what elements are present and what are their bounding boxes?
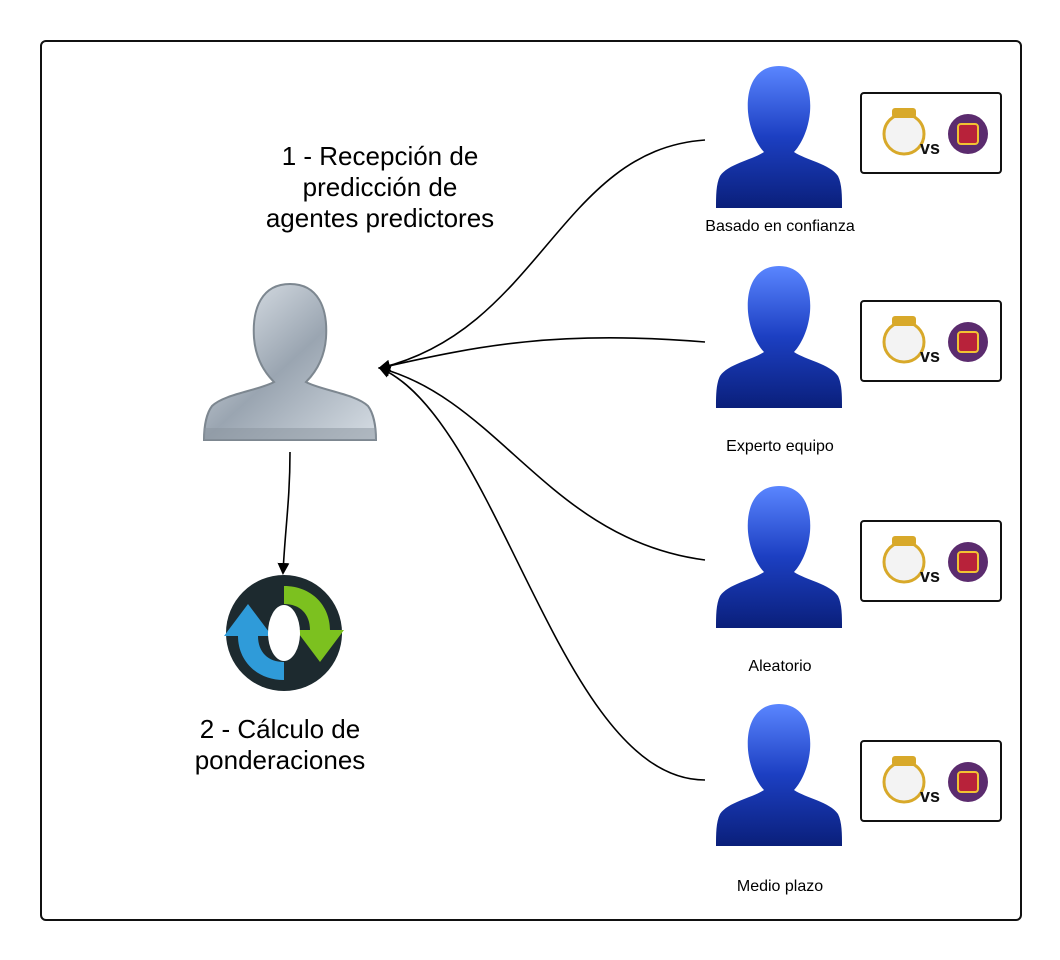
blue-user-icon [716,66,842,208]
refresh-cycle-icon [224,575,344,691]
diagram-frame [40,40,1022,921]
match-box-1: vs [860,92,1002,174]
match-box-3: vs [860,520,1002,602]
step-2-title: 2 - Cálculo de ponderaciones [194,714,366,775]
blue-user-icon [716,266,842,408]
vs-text: vs [920,346,941,366]
real-madrid-crest-icon [882,760,926,804]
arrow-from-agent-2 [378,336,706,372]
agent-label-1: Basado en confianza [705,218,855,235]
silver-user-icon [202,282,378,441]
arrow-to-cycle [277,451,291,575]
agent-label-2: Experto equipo [726,438,834,455]
match-box-2: vs [860,300,1002,382]
vs-text: vs [920,786,941,806]
blue-user-icon [716,486,842,628]
real-madrid-crest-icon [882,112,926,156]
agent-label-4: Medio plazo [736,878,824,895]
real-madrid-crest-icon [882,540,926,584]
vs-text: vs [920,138,941,158]
step-1-title: 1 - Recepción de predicción de agentes p… [265,141,495,233]
real-madrid-crest-icon [882,320,926,364]
match-box-4: vs [860,740,1002,822]
arrow-from-agent-1 [378,139,706,372]
vs-text: vs [920,566,941,586]
agent-label-3: Aleatorio [748,658,812,675]
blue-user-icon [716,704,842,846]
arrow-from-agent-4 [378,366,706,781]
arrow-from-agent-3 [378,364,706,561]
